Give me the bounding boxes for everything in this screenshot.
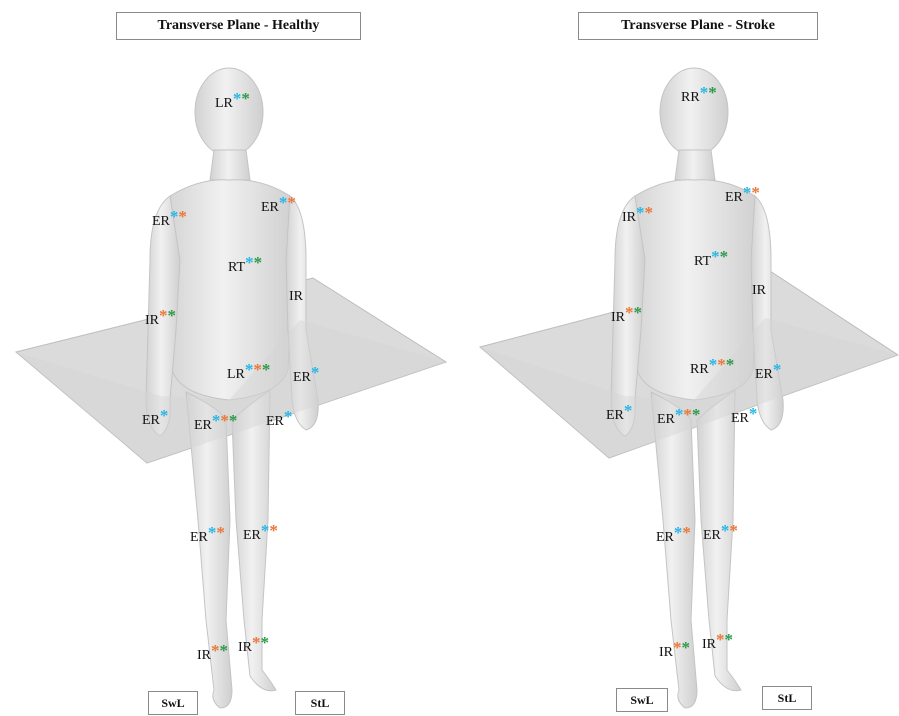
marker-green: * (725, 630, 734, 649)
marker-blue: * (711, 247, 720, 266)
stroke-title: Transverse Plane - Stroke (578, 12, 818, 40)
label-head: LR** (215, 96, 250, 111)
label-right-wrist: ER* (142, 413, 168, 428)
marker-orange: * (178, 207, 187, 226)
label-right-knee: ER** (656, 530, 691, 545)
marker-orange: * (159, 306, 168, 325)
label-left-knee: ER** (703, 528, 738, 543)
marker-blue: * (700, 83, 709, 102)
marker-orange: * (287, 193, 296, 212)
label-left-wrist: ER* (755, 367, 781, 382)
marker-green: * (682, 638, 691, 657)
marker-green: * (229, 411, 238, 430)
label-left-wrist: ER* (293, 370, 319, 385)
marker-orange: * (269, 521, 278, 540)
label-right-knee: ER** (190, 530, 225, 545)
label-right-ankle: IR** (659, 645, 690, 660)
marker-orange: * (220, 411, 229, 430)
marker-orange: * (253, 360, 262, 379)
marker-green: * (168, 306, 177, 325)
label-pelvis: LR*** (227, 367, 270, 382)
label-right-hip: ER*** (194, 418, 237, 433)
stance-leg-box: StL (295, 691, 345, 715)
marker-green: * (261, 633, 270, 652)
marker-blue: * (636, 203, 645, 222)
label-left-ankle: IR** (702, 637, 733, 652)
label-left-hip: ER* (731, 411, 757, 426)
marker-orange: * (682, 523, 691, 542)
marker-green: * (692, 405, 701, 424)
marker-blue: * (245, 253, 254, 272)
marker-green: * (241, 89, 250, 108)
stroke-figure (449, 0, 899, 716)
marker-orange: * (625, 303, 634, 322)
label-left-knee: ER** (243, 528, 278, 543)
marker-blue: * (284, 407, 293, 426)
marker-orange: * (252, 633, 261, 652)
marker-green: * (720, 247, 729, 266)
healthy-panel: Transverse Plane - Healthy LR** ER** ER*… (0, 0, 449, 716)
label-left-elbow: IR (752, 284, 766, 298)
label-left-ankle: IR** (238, 640, 269, 655)
marker-orange: * (216, 523, 225, 542)
label-right-shoulder: ER** (152, 214, 187, 229)
label-pelvis: RR*** (690, 362, 734, 377)
swing-leg-box: SwL (148, 691, 198, 715)
marker-blue: * (311, 363, 320, 382)
marker-green: * (634, 303, 643, 322)
label-right-hip: ER*** (657, 412, 700, 427)
label-left-hip: ER* (266, 414, 292, 429)
marker-blue: * (749, 404, 758, 423)
marker-green: * (708, 83, 717, 102)
marker-orange: * (729, 521, 738, 540)
marker-orange: * (673, 638, 682, 657)
label-thorax: RT** (694, 254, 728, 269)
marker-blue: * (624, 401, 633, 420)
label-thorax: RT** (228, 260, 262, 275)
marker-orange: * (717, 355, 726, 374)
stroke-panel: Transverse Plane - Stroke RR** ER** IR**… (449, 0, 899, 716)
marker-green: * (254, 253, 263, 272)
label-right-shoulder: IR** (622, 210, 653, 225)
marker-green: * (220, 641, 229, 660)
label-right-elbow: IR** (611, 310, 642, 325)
swing-leg-box: SwL (616, 688, 668, 712)
marker-orange: * (683, 405, 692, 424)
healthy-title: Transverse Plane - Healthy (116, 12, 361, 40)
marker-blue: * (773, 360, 782, 379)
label-left-shoulder: ER** (261, 200, 296, 215)
label-left-shoulder: ER** (725, 190, 760, 205)
label-right-ankle: IR** (197, 648, 228, 663)
label-head: RR** (681, 90, 717, 105)
marker-orange: * (645, 203, 654, 222)
label-right-elbow: IR** (145, 313, 176, 328)
marker-orange: * (751, 183, 760, 202)
stance-leg-box: StL (762, 686, 812, 710)
label-left-elbow: IR (289, 290, 303, 304)
marker-blue: * (160, 406, 169, 425)
marker-orange: * (211, 641, 220, 660)
marker-green: * (262, 360, 271, 379)
marker-green: * (726, 355, 735, 374)
label-right-wrist: ER* (606, 408, 632, 423)
marker-blue: * (709, 355, 718, 374)
marker-orange: * (716, 630, 725, 649)
